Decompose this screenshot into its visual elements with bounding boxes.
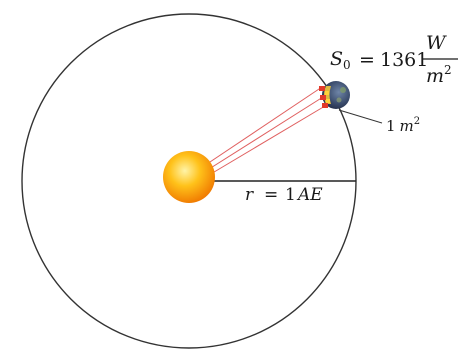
- radius-unit: AE: [296, 185, 323, 205]
- area-exponent: 2: [414, 116, 420, 127]
- unit-denominator-exponent: 2: [444, 63, 452, 77]
- unit-numerator: W: [426, 32, 447, 54]
- radius-number: 1: [285, 185, 296, 205]
- svg-text:S0: S0: [330, 48, 351, 72]
- svg-text:m2: m2: [426, 63, 452, 87]
- sun: [163, 151, 215, 203]
- area-unit: m: [400, 117, 414, 135]
- solar-constant-symbol: S: [330, 48, 343, 70]
- radius-symbol: r: [245, 185, 254, 205]
- solar-constant-value: 1361: [380, 49, 428, 71]
- sun-rays: [194, 86, 326, 182]
- area-number: 1: [386, 117, 396, 135]
- radius-label: r = 1 AE: [245, 185, 323, 205]
- solar-constant-label: S0 = 1361 W m2: [330, 32, 458, 87]
- unit-denominator: m: [426, 65, 444, 87]
- solar-constant-subscript: 0: [343, 58, 351, 72]
- solar-constant-equals: =: [359, 49, 375, 71]
- radius-equals: =: [264, 185, 278, 205]
- svg-text:1m2: 1m2: [386, 116, 420, 135]
- area-leader-line: [338, 109, 383, 124]
- area-patch: [319, 86, 330, 108]
